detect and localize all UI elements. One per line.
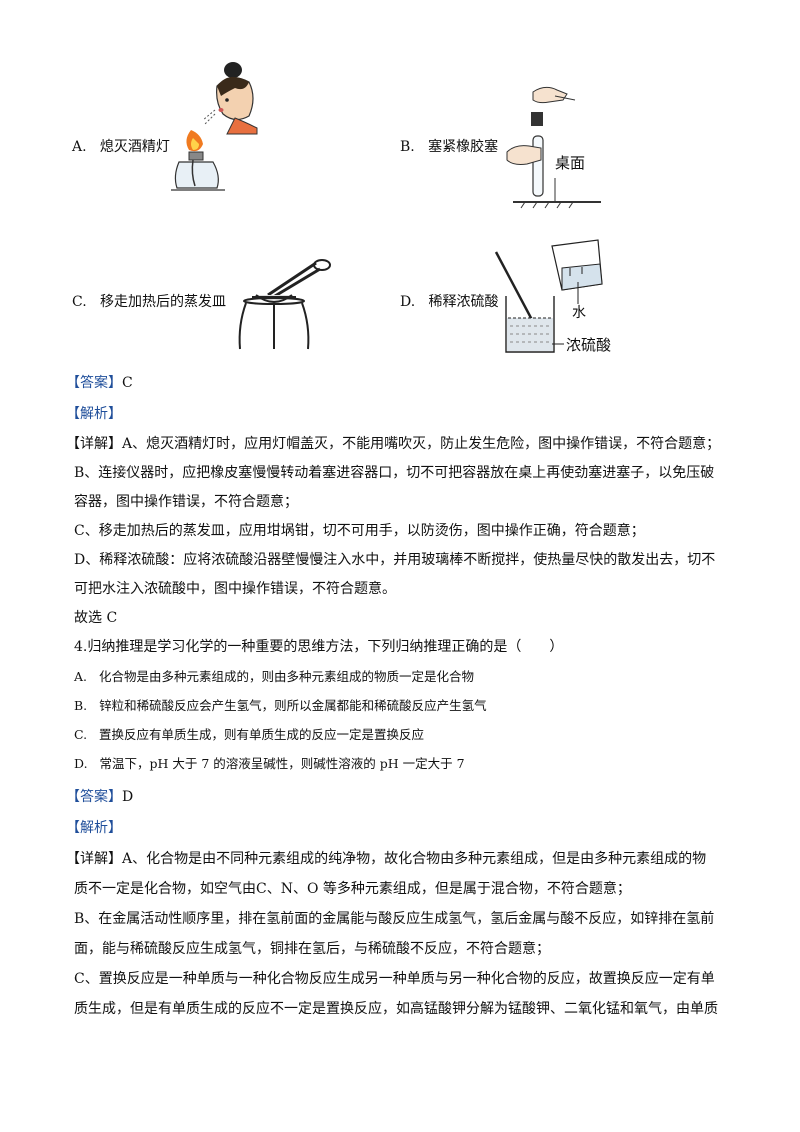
option-letter: D. bbox=[74, 756, 88, 771]
option-text: 熄灭酒精灯 bbox=[99, 139, 170, 155]
answer-label: 【答案】 bbox=[66, 789, 122, 805]
figure-b-stopper: 桌面 bbox=[505, 82, 605, 212]
option-letter: A. bbox=[74, 669, 88, 684]
option-letter: C. bbox=[72, 294, 87, 310]
detail-q3-line2: B、连接仪器时，应把橡皮塞慢慢转动着塞进容器口，切不可把容器放在桌上再使劲塞进塞… bbox=[74, 465, 715, 481]
detail-q3-conclusion: 故选 C bbox=[74, 610, 118, 626]
figure-d-dilution: 水 浓硫酸 bbox=[490, 238, 620, 358]
option-text: 置换反应有单质生成，则有单质生成的反应一定是置换反应 bbox=[99, 727, 425, 742]
answer-label: 【答案】 bbox=[66, 375, 122, 391]
label-table-top: 桌面 bbox=[555, 154, 586, 172]
detail-q3-line4: C、移走加热后的蒸发皿，应用坩埚钳，切不可用手，以防烫伤，图中操作正确，符合题意… bbox=[74, 523, 645, 539]
option-letter: A. bbox=[72, 139, 87, 155]
detail-q3-line1: 【详解】A、熄灭酒精灯时，应用灯帽盖灭，不能用嘴吹灭，防止发生危险，图中操作错误… bbox=[66, 436, 721, 452]
figure-c-illustration bbox=[238, 259, 331, 350]
detail-q3-line3: 容器，图中操作错误，不符合题意； bbox=[74, 494, 298, 510]
detail-q4-line6: 质生成，但是有单质生成的反应不一定是置换反应，如高锰酸钾分解为锰酸钾、二氧化锰和… bbox=[74, 1001, 718, 1017]
figure-d-illustration bbox=[494, 239, 603, 353]
option-q4-d: D. 常温下，pH 大于 7 的溶液呈碱性，则碱性溶液的 pH 一定大于 7 bbox=[74, 755, 465, 773]
figure-a-blowing-lamp bbox=[165, 58, 265, 208]
answer-q4: 【答案】D bbox=[66, 787, 133, 807]
figure-a-illustration bbox=[171, 62, 258, 191]
figure-c-tongs bbox=[228, 255, 338, 355]
option-letter: C. bbox=[74, 727, 88, 742]
label-water: 水 bbox=[572, 305, 586, 321]
figure-b-illustration bbox=[506, 86, 601, 209]
option-letter: D. bbox=[400, 294, 416, 310]
label-conc-acid: 浓硫酸 bbox=[566, 336, 612, 354]
analysis-label-q3: 【解析】 bbox=[66, 406, 122, 422]
option-text: 稀释浓硫酸 bbox=[428, 294, 499, 310]
option-text: 移走加热后的蒸发皿 bbox=[100, 294, 227, 310]
option-text: 化合物是由多种元素组成的，则由多种元素组成的物质一定是化合物 bbox=[98, 669, 474, 684]
option-text: 锌粒和稀硫酸反应会产生氢气，则所以金属都能和稀硫酸反应产生氢气 bbox=[99, 698, 487, 713]
option-text: 塞紧橡胶塞 bbox=[428, 139, 499, 155]
analysis-label-q4: 【解析】 bbox=[66, 820, 122, 836]
option-q3-c: C. 移走加热后的蒸发皿 bbox=[72, 292, 226, 312]
detail-q4-line5: C、置换反应是一种单质与一种化合物反应生成另一种单质与另一种化合物的反应，故置换… bbox=[74, 971, 715, 987]
detail-q3-line6: 可把水注入浓硫酸中，图中操作错误，不符合题意。 bbox=[74, 581, 396, 597]
answer-q3: 【答案】C bbox=[66, 373, 133, 393]
option-q3-d: D. 稀释浓硫酸 bbox=[400, 292, 499, 312]
answer-value: C bbox=[122, 375, 133, 391]
detail-q4-line2: 质不一定是化合物，如空气由C、N、O 等多种元素组成，但是属于混合物，不符合题意… bbox=[74, 881, 631, 897]
option-q4-c: C. 置换反应有单质生成，则有单质生成的反应一定是置换反应 bbox=[74, 726, 424, 744]
option-letter: B. bbox=[400, 139, 415, 155]
answer-value: D bbox=[122, 789, 134, 805]
detail-q4-line3: B、在金属活动性顺序里，排在氢前面的金属能与酸反应生成氢气，氢后金属与酸不反应，… bbox=[74, 911, 715, 927]
detail-q4-line1: 【详解】A、化合物是由不同种元素组成的纯净物，故化合物由多种元素组成，但是由多种… bbox=[66, 851, 707, 867]
option-q3-b: B. 塞紧橡胶塞 bbox=[400, 137, 498, 157]
question-4-stem: 4.归纳推理是学习化学的一种重要的思维方法，下列归纳推理正确的是（ ） bbox=[74, 639, 564, 655]
option-q3-a: A. 熄灭酒精灯 bbox=[72, 137, 170, 157]
option-q4-a: A. 化合物是由多种元素组成的，则由多种元素组成的物质一定是化合物 bbox=[74, 668, 474, 686]
option-q4-b: B. 锌粒和稀硫酸反应会产生氢气，则所以金属都能和稀硫酸反应产生氢气 bbox=[74, 697, 487, 715]
detail-q3-line5: D、稀释浓硫酸：应将浓硫酸沿器壁慢慢注入水中，并用玻璃棒不断搅拌，使热量尽快的散… bbox=[74, 552, 716, 568]
option-letter: B. bbox=[74, 698, 88, 713]
option-text: 常温下，pH 大于 7 的溶液呈碱性，则碱性溶液的 pH 一定大于 7 bbox=[99, 756, 465, 771]
detail-q4-line4: 面，能与稀硫酸反应生成氢气，铜排在氢后，与稀硫酸不反应，不符合题意； bbox=[74, 941, 550, 957]
